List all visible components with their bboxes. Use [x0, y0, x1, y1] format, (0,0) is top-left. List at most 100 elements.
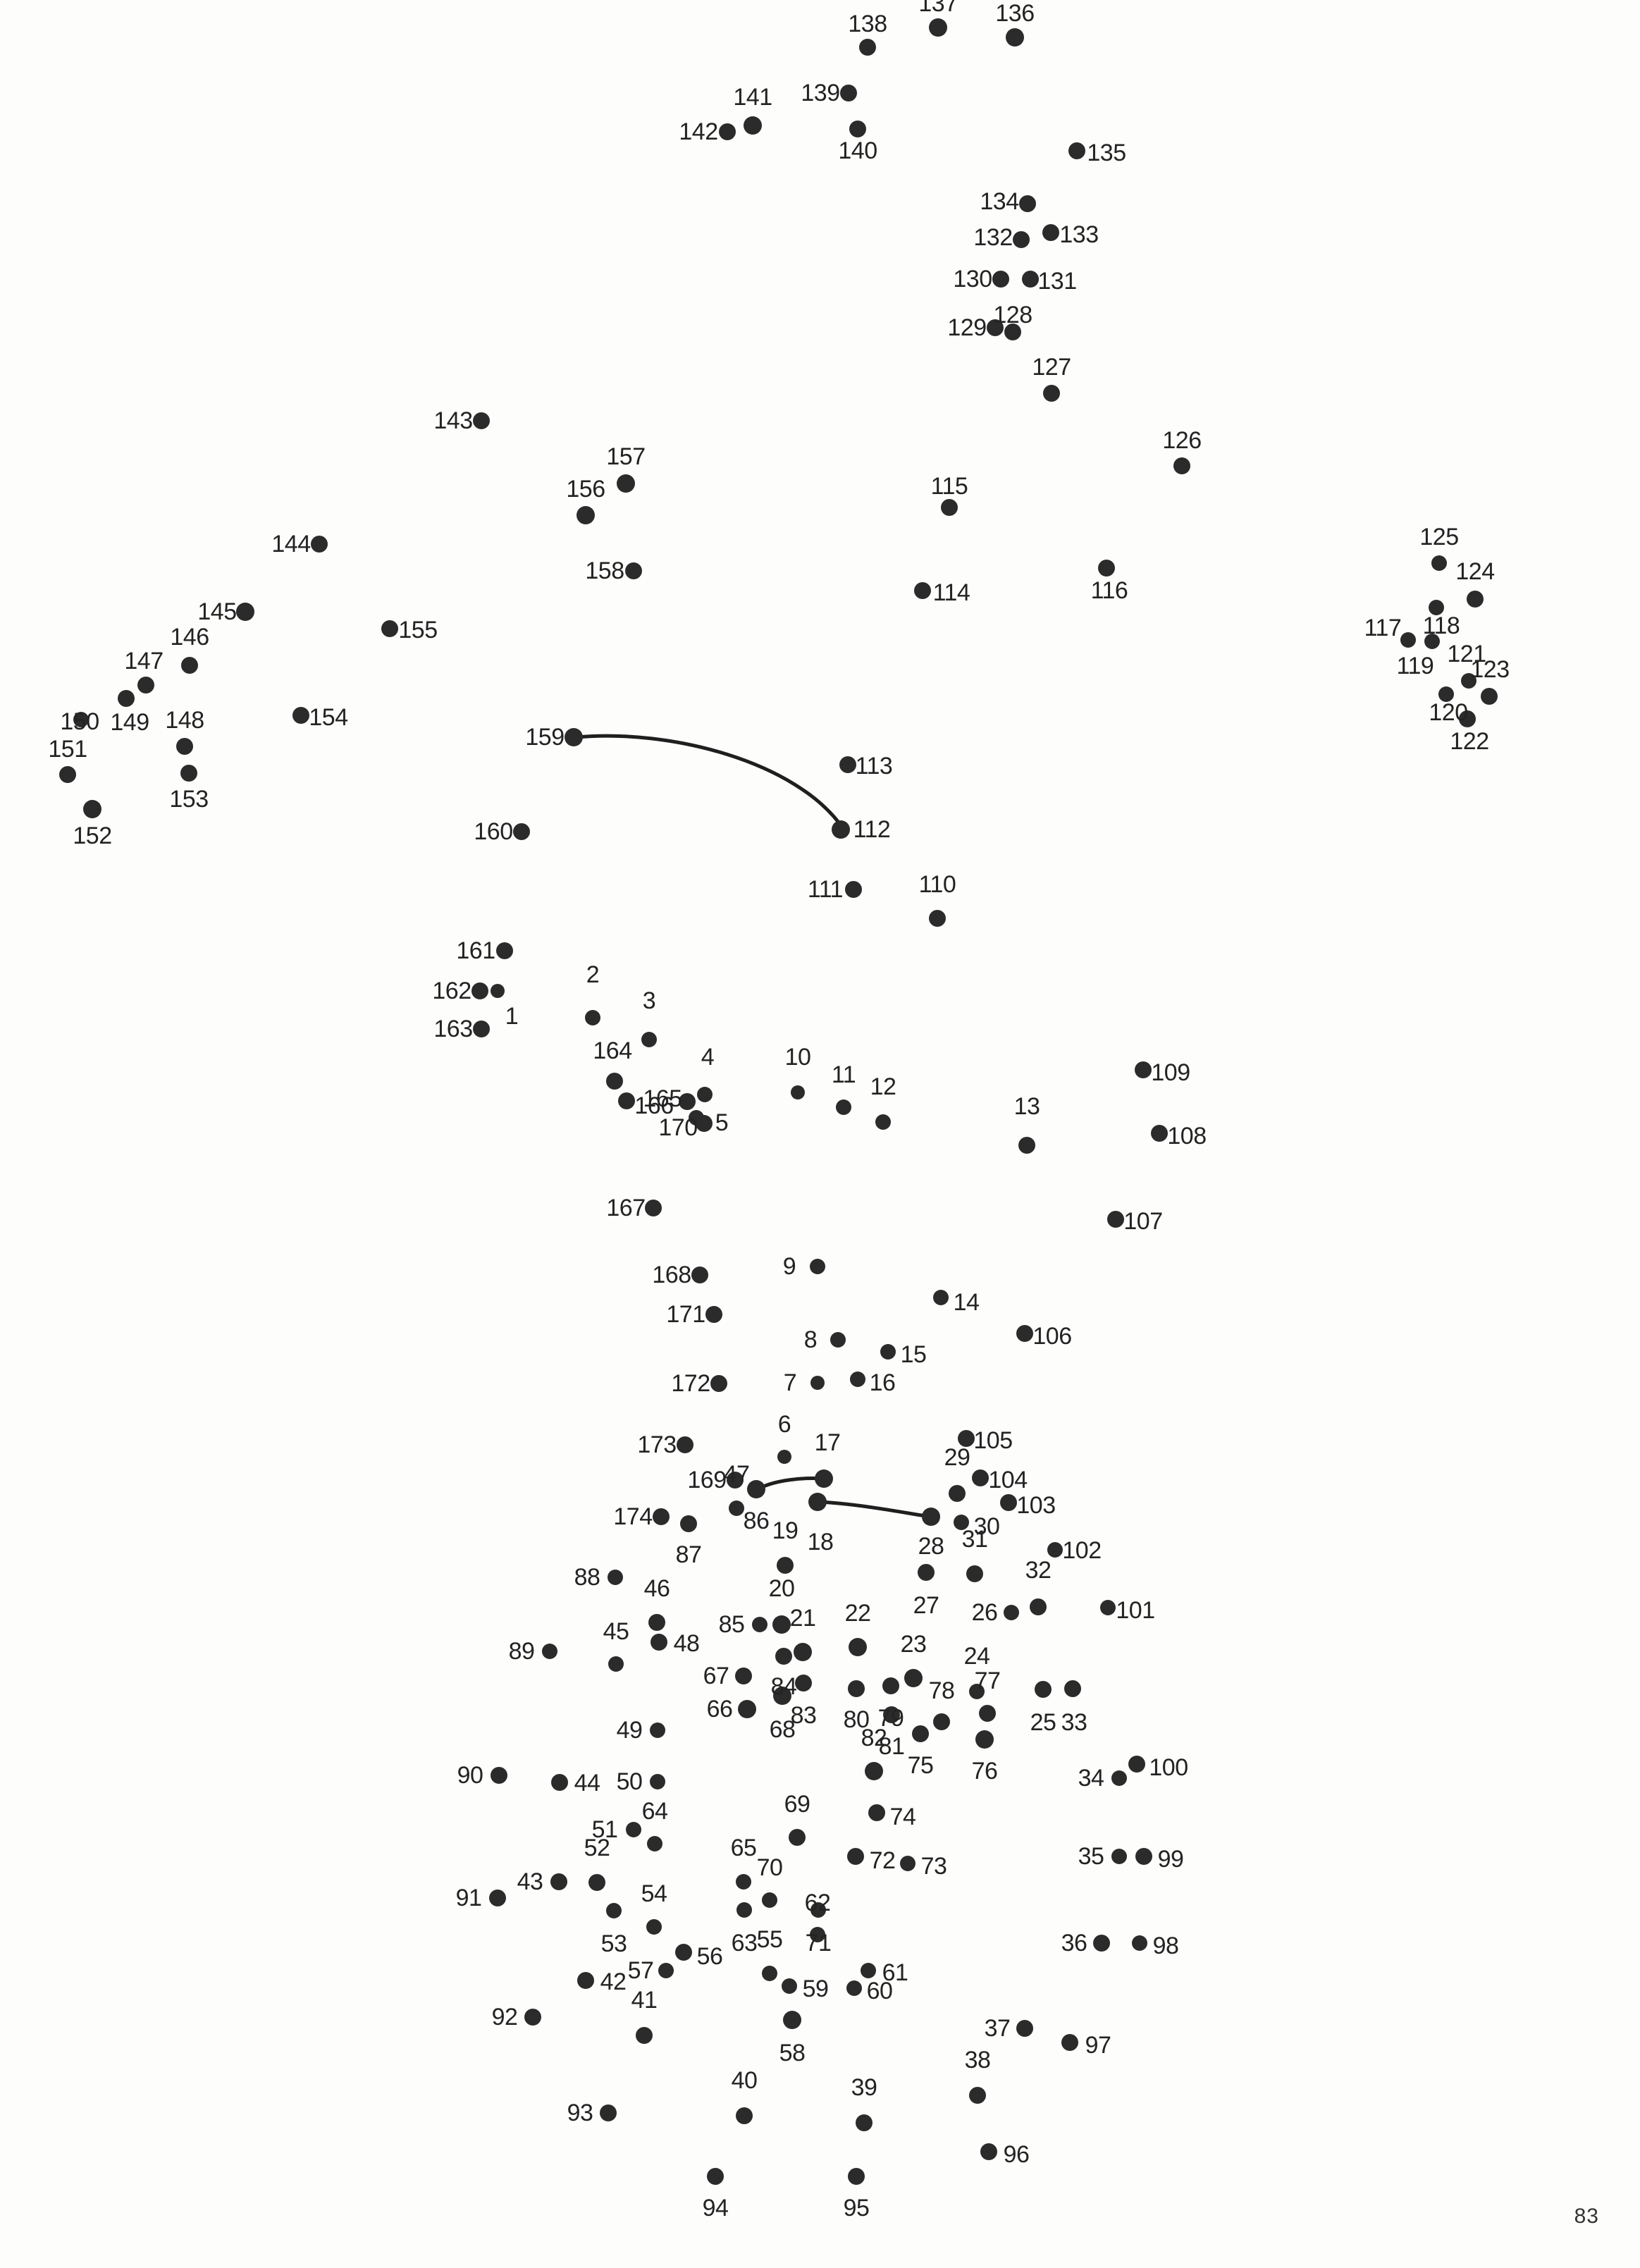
- dot-number-label: 154: [309, 704, 348, 731]
- dot-number-label: 85: [718, 1611, 745, 1638]
- dot-number-label: 55: [756, 1926, 783, 1953]
- puzzle-dot: [513, 823, 530, 840]
- dot-number-label: 43: [517, 1868, 543, 1895]
- dot-number-label: 25: [1030, 1709, 1056, 1736]
- dot-number-label: 126: [1162, 427, 1202, 454]
- dot-number-label: 33: [1061, 1709, 1087, 1736]
- dot-number-label: 157: [606, 443, 646, 470]
- puzzle-dot: [735, 1668, 752, 1684]
- puzzle-dot: [729, 1500, 744, 1516]
- dot-number-label: 41: [631, 1987, 658, 2014]
- dot-number-label: 54: [641, 1880, 667, 1907]
- puzzle-dot: [705, 1306, 722, 1323]
- puzzle-dot: [1013, 231, 1030, 248]
- dot-number-label: 26: [971, 1599, 998, 1626]
- puzzle-dot: [696, 1115, 713, 1132]
- puzzle-dot: [73, 712, 89, 727]
- dot-number-label: 106: [1032, 1323, 1072, 1350]
- dot-number-label: 165: [643, 1085, 682, 1112]
- dot-number-label: 115: [930, 473, 968, 500]
- dot-number-label: 128: [993, 302, 1032, 328]
- puzzle-dot: [966, 1565, 983, 1582]
- puzzle-dot: [1022, 271, 1039, 288]
- dot-number-label: 174: [613, 1503, 653, 1530]
- dot-number-label: 2: [586, 961, 600, 988]
- puzzle-dot: [848, 1680, 865, 1697]
- puzzle-dot: [1111, 1849, 1127, 1864]
- dot-number-label: 18: [807, 1529, 834, 1555]
- dot-number-label: 59: [802, 1976, 829, 2002]
- puzzle-dot: [929, 18, 947, 37]
- puzzle-dot: [1459, 710, 1476, 727]
- dot-number-label: 111: [807, 876, 844, 903]
- dot-number-label: 8: [803, 1326, 818, 1353]
- dot-number-label: 99: [1157, 1846, 1184, 1873]
- puzzle-dot: [1107, 1211, 1124, 1228]
- puzzle-dot: [1016, 1325, 1033, 1342]
- puzzle-dot: [1030, 1598, 1047, 1615]
- puzzle-dot: [606, 1903, 622, 1918]
- puzzle-dot: [747, 1480, 765, 1498]
- puzzle-dot: [845, 881, 862, 898]
- puzzle-dot: [489, 1890, 506, 1906]
- puzzle-dot: [647, 1836, 662, 1851]
- puzzle-dot: [810, 1927, 825, 1942]
- dot-number-label: 72: [869, 1847, 896, 1874]
- puzzle-dot: [618, 1092, 635, 1109]
- dot-number-label: 136: [995, 0, 1035, 27]
- puzzle-dot: [565, 728, 583, 746]
- puzzle-dot: [980, 2143, 997, 2160]
- dot-number-label: 131: [1037, 268, 1077, 295]
- dot-number-label: 4: [701, 1044, 715, 1071]
- puzzle-dot: [675, 1944, 692, 1961]
- dot-number-label: 130: [953, 266, 992, 292]
- puzzle-dot: [381, 620, 398, 637]
- puzzle-dot: [1132, 1935, 1147, 1951]
- dot-number-label: 170: [658, 1114, 698, 1141]
- dot-number-label: 36: [1061, 1930, 1087, 1956]
- dot-number-label: 109: [1151, 1059, 1190, 1086]
- dot-number-label: 135: [1087, 140, 1126, 166]
- puzzle-dot: [1043, 385, 1060, 402]
- puzzle-dot: [1461, 673, 1476, 689]
- puzzle-dot: [83, 800, 101, 818]
- puzzle-dot: [762, 1966, 777, 1981]
- puzzle-dot: [777, 1557, 794, 1574]
- dot-number-label: 83: [790, 1702, 817, 1729]
- dot-number-label: 107: [1123, 1208, 1163, 1235]
- dot-number-label: 10: [784, 1044, 811, 1071]
- dot-number-label: 61: [882, 1959, 908, 1986]
- puzzle-dot: [752, 1617, 767, 1632]
- dot-number-label: 137: [918, 0, 958, 17]
- puzzle-dot: [1438, 686, 1454, 702]
- puzzle-dot: [979, 1705, 996, 1722]
- puzzle-dot: [992, 271, 1009, 288]
- dot-number-label: 145: [197, 598, 237, 625]
- puzzle-dot: [697, 1087, 713, 1102]
- dot-number-label: 66: [706, 1696, 733, 1722]
- puzzle-dot: [1068, 142, 1085, 159]
- puzzle-dot: [59, 766, 76, 783]
- puzzle-dot: [791, 1085, 805, 1099]
- dot-number-label: 110: [918, 871, 956, 898]
- puzzle-dot: [608, 1570, 623, 1585]
- dot-number-label: 98: [1152, 1933, 1179, 1959]
- dot-number-label: 22: [844, 1600, 871, 1627]
- puzzle-dot: [626, 1822, 641, 1837]
- dot-number-label: 117: [1364, 615, 1402, 641]
- puzzle-dot: [1467, 591, 1484, 608]
- dot-number-label: 142: [679, 118, 718, 145]
- puzzle-dot: [710, 1375, 727, 1392]
- dot-number-label: 118: [1422, 612, 1460, 639]
- puzzle-dot: [1481, 688, 1498, 705]
- puzzle-dot: [677, 1436, 693, 1453]
- dot-number-label: 139: [801, 80, 840, 106]
- puzzle-dot: [551, 1774, 568, 1791]
- dot-number-label: 62: [804, 1890, 831, 1916]
- dot-number-label: 48: [673, 1630, 700, 1657]
- puzzle-dot: [292, 707, 309, 724]
- puzzle-dot: [524, 2009, 541, 2026]
- dot-number-label: 147: [124, 648, 164, 674]
- dot-number-label: 124: [1455, 558, 1495, 585]
